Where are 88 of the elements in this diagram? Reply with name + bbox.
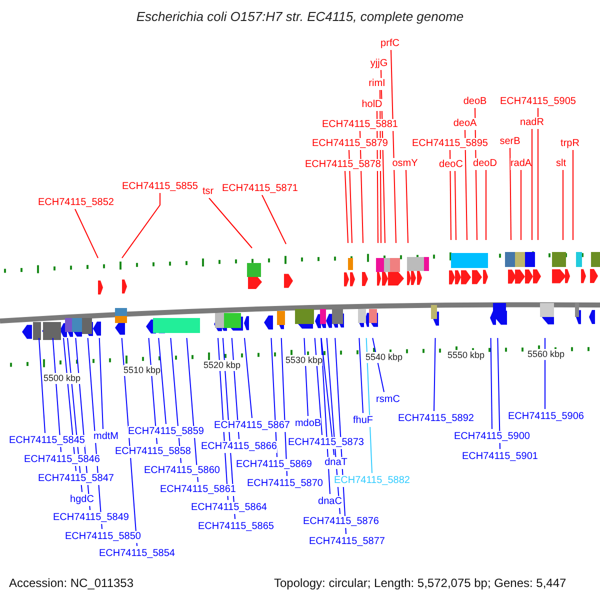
leader-line — [348, 150, 352, 244]
gene-label: ECH74115_5900 — [454, 431, 530, 443]
gene-label: nadR — [520, 117, 544, 129]
gene-label: ECH74115_5892 — [398, 413, 474, 425]
leader-line — [406, 170, 408, 244]
axis-tick-label: 5550 kbp — [447, 350, 485, 361]
gene-label: ECH74115_5864 — [191, 502, 267, 514]
gene-label: mdtM — [94, 431, 118, 443]
gene-label: rimI — [368, 78, 386, 90]
gene-label: ECH74115_5865 — [198, 521, 274, 533]
leader-line — [158, 338, 166, 424]
leader-line — [366, 338, 372, 474]
gene-label: deoC — [439, 159, 463, 171]
gene-label: ECH74115_5879 — [312, 138, 388, 150]
leader-line — [98, 338, 104, 430]
axis-tick-label: 5520 kbp — [203, 360, 241, 371]
axis-tick-label: 5540 kbp — [365, 352, 403, 363]
gene-label: hgdC — [70, 494, 94, 506]
gene-label: ECH74115_5871 — [222, 183, 298, 195]
leader-line — [572, 150, 574, 240]
leader-line — [244, 338, 252, 418]
leader-line — [358, 338, 364, 414]
gene-label: ECH74115_5870 — [247, 478, 323, 490]
gene-label: ECH74115_5869 — [236, 459, 312, 471]
leader-line — [262, 194, 286, 244]
leader-line — [38, 338, 46, 434]
gene-label: dnaC — [318, 496, 342, 508]
gene-label: ECH74115_5866 — [201, 441, 277, 453]
gene-label: ECH74115_5860 — [144, 465, 220, 477]
gene-label: prfC — [380, 38, 400, 50]
gene-label: ECH74115_5847 — [38, 473, 114, 485]
leader-line — [320, 338, 334, 456]
gene-label: ECH74115_5849 — [53, 512, 129, 524]
gene-label: ECH74115_5873 — [288, 437, 364, 449]
leader-line — [562, 170, 564, 240]
gene-label: ECH74115_5905 — [500, 96, 576, 108]
leader-line — [208, 198, 252, 248]
gene-label: ECH74115_5867 — [214, 420, 290, 432]
leader-line — [544, 338, 546, 410]
gene-label: ECH74115_5878 — [305, 159, 381, 171]
gene-label: ECH74115_5861 — [160, 484, 236, 496]
leader-line — [450, 150, 452, 240]
leader-line — [390, 50, 396, 244]
gene-label: fhuF — [353, 415, 373, 427]
leader-line — [314, 338, 322, 436]
gene-label: ECH74115_5906 — [508, 411, 584, 423]
gene-label: ECH74115_5882 — [334, 475, 410, 487]
gene-label: ECH74115_5876 — [303, 516, 379, 528]
leader-line — [320, 338, 330, 494]
gene-label: ECH74115_5845 — [9, 435, 85, 447]
gene-label: ECH74115_5895 — [412, 138, 488, 150]
axis-tick-label: 5500 kbp — [43, 373, 81, 384]
gene-label: ECH74115_5850 — [65, 531, 141, 543]
gene-label: ECH74115_5877 — [309, 536, 385, 548]
gene-label: tsr — [202, 186, 214, 198]
gene-label: dnaT — [324, 457, 348, 469]
gene-label: holD — [362, 99, 382, 111]
gene-label: ECH74115_5852 — [38, 197, 114, 209]
axis-tick-label: 5560 kbp — [527, 349, 565, 360]
gene-label: mdoB — [294, 418, 322, 430]
gene-label: deoA — [453, 118, 477, 130]
footer-text: Accession: NC_011353 — [9, 576, 134, 590]
gene-label: ECH74115_5846 — [24, 454, 100, 466]
gene-label: ECH74115_5859 — [128, 426, 204, 438]
leader-line — [344, 170, 348, 244]
gene-label: ECH74115_5858 — [115, 446, 191, 458]
axis-tick-label: 5510 kbp — [123, 365, 161, 376]
leader-line — [454, 170, 456, 240]
leader-line — [497, 338, 500, 450]
gene-label: osmY — [392, 158, 418, 170]
leader-line — [510, 148, 512, 240]
gene-label: ECH74115_5881 — [322, 119, 398, 131]
leader-line — [490, 338, 492, 430]
footer-text: Topology: circular; Length: 5,572,075 bp; Genes: 5,447 — [274, 576, 566, 590]
gene-label: ECH74115_5854 — [99, 548, 175, 560]
leader-line — [122, 192, 160, 258]
leader-line — [520, 170, 522, 240]
gene-label: yjjG — [370, 58, 388, 70]
gene-label: trpR — [560, 138, 580, 150]
leader-line — [74, 208, 98, 258]
leader-line — [464, 130, 468, 240]
axis-tick-label: 5530 kbp — [285, 355, 323, 366]
gene-label: ECH74115_5855 — [122, 181, 198, 193]
gene-label: ECH74115_5901 — [462, 451, 538, 463]
leader-line — [434, 338, 436, 412]
gene-label: deoD — [473, 158, 497, 170]
gene-label: radA — [510, 158, 532, 170]
map-title: Escherichia coli O157:H7 str. EC4115, complete genome — [135, 9, 465, 24]
